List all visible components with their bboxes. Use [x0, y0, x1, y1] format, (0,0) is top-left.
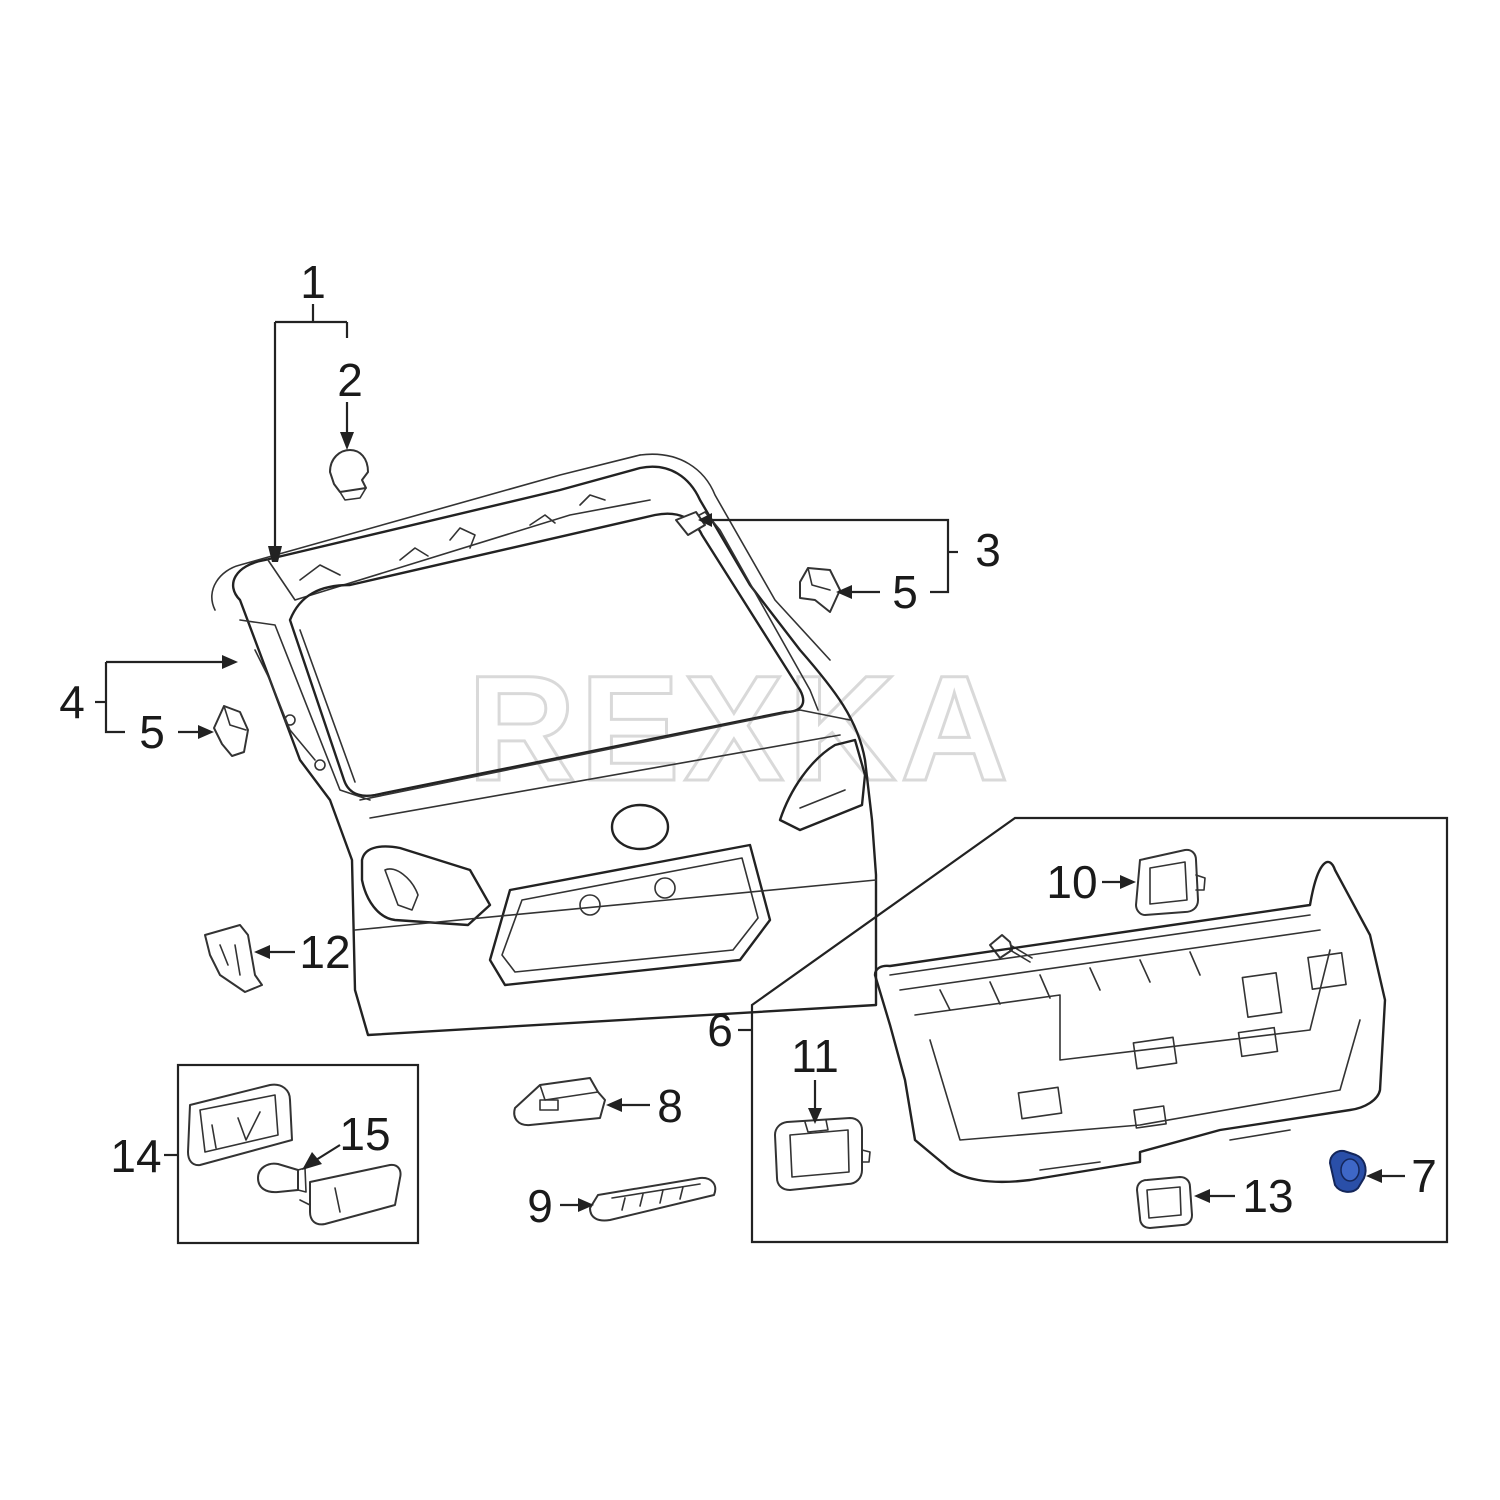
part-10-cover	[1135, 848, 1206, 916]
part-2-clip	[329, 449, 369, 501]
leader-lines	[95, 304, 1405, 1212]
liftgate-assembly	[211, 453, 878, 1037]
callout-labels: 1 2 3 5 4 5 12 10 6 11 8 15 14 7 9 13	[59, 256, 1437, 1232]
callout-11: 11	[791, 1030, 839, 1082]
part-13-cover	[1136, 1176, 1193, 1229]
callout-5-right: 5	[892, 566, 918, 618]
part-14-lamp-housing	[187, 1083, 293, 1167]
part-11-cover	[774, 1117, 871, 1191]
callout-3: 3	[975, 524, 1001, 576]
part-3-garnish-tip	[675, 511, 706, 536]
part-5-clip-left	[213, 705, 249, 757]
callout-10: 10	[1046, 856, 1097, 908]
callout-14: 14	[110, 1130, 161, 1182]
callout-2: 2	[337, 354, 363, 406]
part-14-lens	[299, 1163, 402, 1226]
callout-8: 8	[657, 1080, 683, 1132]
part-15-bulb	[257, 1162, 307, 1194]
part-5-clip-right	[799, 567, 841, 613]
callout-1: 1	[300, 256, 326, 308]
callout-13: 13	[1242, 1170, 1293, 1222]
callout-15: 15	[339, 1108, 390, 1160]
group-box-6	[750, 816, 1449, 1244]
callout-4: 4	[59, 676, 85, 728]
part-6-trim-panel	[873, 860, 1387, 1184]
callout-7: 7	[1411, 1150, 1437, 1202]
part-7-clip-highlighted	[1328, 1149, 1367, 1193]
callout-6: 6	[707, 1004, 733, 1056]
part-12-bracket	[204, 924, 263, 993]
group-box-14	[176, 1063, 420, 1245]
part-9-garnish	[589, 1176, 717, 1222]
callout-9: 9	[527, 1180, 553, 1232]
callout-12: 12	[299, 926, 350, 978]
callout-5-left: 5	[139, 706, 165, 758]
part-7-head	[1340, 1158, 1360, 1182]
part-8-lamp	[513, 1077, 606, 1127]
